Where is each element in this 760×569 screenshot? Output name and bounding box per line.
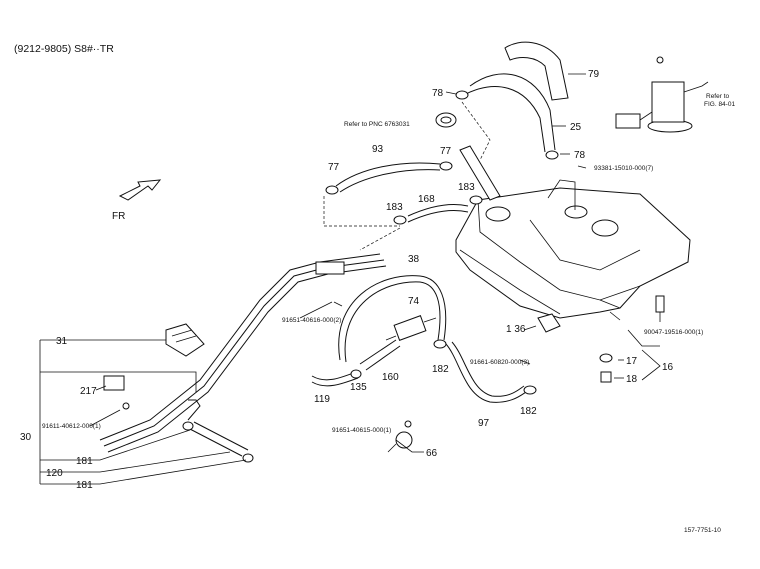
label-18: 18 [626, 374, 638, 385]
part-number-93381: 93381-15010-000(7) [594, 165, 653, 172]
label-119: 119 [314, 394, 330, 405]
label-66: 66 [426, 448, 438, 459]
hose-clamp-77-left[interactable] [325, 185, 339, 195]
hose-clip-66[interactable] [387, 431, 413, 453]
vent-hose-168[interactable] [407, 203, 469, 223]
clip-screw[interactable] [404, 420, 412, 428]
label-135: 135 [350, 382, 367, 393]
filler-pipe[interactable] [459, 145, 501, 201]
return-hose-97[interactable] [445, 341, 527, 403]
drawing-number: 157-7751-10 [684, 527, 721, 534]
label-79: 79 [588, 69, 600, 80]
clip-screw-left[interactable] [122, 402, 130, 410]
label-160: 160 [382, 372, 399, 383]
label-120: 120 [46, 468, 63, 479]
label-17: 17 [626, 356, 638, 367]
label-183-right: 183 [458, 182, 475, 193]
line-protector-31[interactable] [165, 323, 205, 357]
label-78-lower: 78 [574, 150, 586, 161]
label-93: 93 [372, 144, 384, 155]
filler-gasket[interactable] [435, 112, 457, 128]
label-168: 168 [418, 194, 435, 205]
hose-clamp-78-lower[interactable] [545, 150, 559, 160]
front-direction-label: FR [112, 211, 125, 222]
fuel-tank[interactable] [455, 179, 691, 319]
label-182-right: 182 [520, 406, 537, 417]
fuel-pump-module[interactable] [615, 56, 709, 133]
filler-neck-hose[interactable] [461, 41, 569, 153]
label-30: 30 [20, 432, 32, 443]
part-number-91651-a: 91651-40616-000(2) [282, 317, 341, 324]
label-74: 74 [408, 296, 420, 307]
hose-clamp-182-right[interactable] [523, 385, 537, 395]
hose-clamp-78-top[interactable] [455, 90, 469, 100]
part-number-91611: 91611-40612-000(1) [42, 423, 101, 430]
hose-clamp-181-lower[interactable] [242, 453, 254, 463]
diagram-title: (9212-9805) S8#··TR [14, 43, 114, 55]
label-25: 25 [570, 122, 582, 133]
label-78-top: 78 [432, 88, 444, 99]
tank-bracket-136[interactable] [537, 313, 561, 333]
label-31: 31 [56, 336, 68, 347]
mounting-bolt-upper[interactable] [655, 295, 665, 322]
hose-clamp-182-left[interactable] [433, 339, 447, 349]
label-16: 16 [662, 362, 674, 373]
hose-clamp-183-right[interactable] [469, 195, 483, 205]
washer-17[interactable] [599, 353, 613, 363]
part-number-91651-b: 91651-40615-000(1) [332, 427, 391, 434]
fuel-hose-120[interactable] [187, 421, 249, 457]
label-181-upper: 181 [76, 456, 93, 467]
ref-pnc: Refer to PNC 6763031 [344, 121, 410, 128]
part-number-91661: 91661-60820-000(3) [470, 359, 529, 366]
hose-clamp-135[interactable] [350, 369, 362, 379]
label-217: 217 [80, 386, 97, 397]
hose-clamp-77-right[interactable] [439, 161, 453, 171]
bolt-18[interactable] [600, 371, 612, 383]
part-number-90047: 90047-19516-000(1) [644, 329, 703, 336]
label-136: 1 36 [506, 324, 526, 335]
fuel-hose-160[interactable] [359, 339, 401, 371]
label-97: 97 [478, 418, 490, 429]
front-direction-arrow-icon [118, 179, 162, 201]
fuel-filter-74[interactable] [385, 315, 437, 341]
ref-fig-line1: Refer to [706, 93, 730, 100]
ref-fig-line2: FIG. 84-01 [704, 101, 735, 108]
label-181-lower: 181 [76, 480, 93, 491]
hose-clamp-181-upper[interactable] [182, 421, 194, 431]
fuel-lines[interactable] [99, 253, 387, 453]
label-182-left: 182 [432, 364, 449, 375]
hose-clamp-183-left[interactable] [393, 215, 407, 225]
label-77-left: 77 [328, 162, 340, 173]
fuel-hose-38[interactable] [338, 275, 447, 363]
label-77-right: 77 [440, 146, 452, 157]
label-38: 38 [408, 254, 420, 265]
line-clip-217[interactable] [103, 375, 125, 391]
breather-hose-93[interactable] [335, 162, 441, 193]
label-183-left: 183 [386, 202, 403, 213]
